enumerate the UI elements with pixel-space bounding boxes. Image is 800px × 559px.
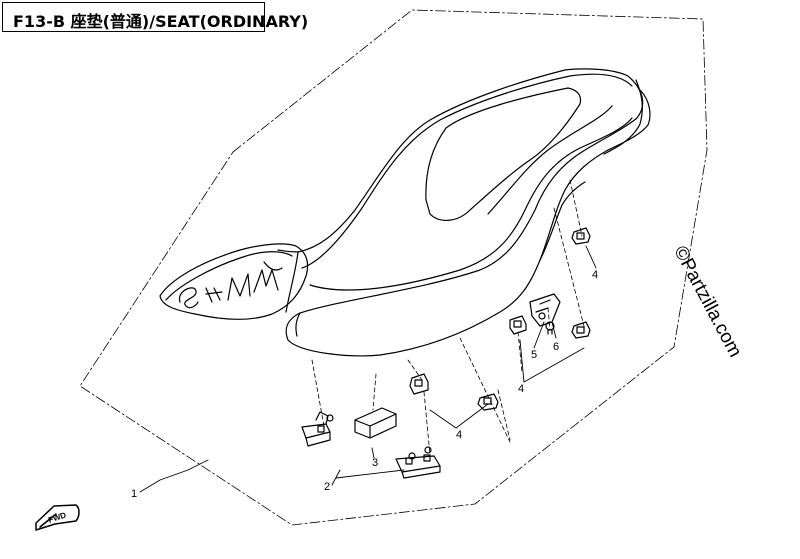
page-title: F13-B 座垫(普通)/SEAT(ORDINARY) [13,12,309,31]
clip-nut [571,227,591,245]
leader-lines [139,245,597,493]
clip-nuts [409,227,591,411]
callout-3: 3 [372,457,378,469]
callout-1: 1 [131,488,137,500]
seat-front-panel [159,243,309,320]
bracket-left [301,411,334,447]
title-box: F13-B 座垫(普通)/SEAT(ORDINARY) [2,2,308,32]
latch-plate [529,293,561,327]
callout-labels: 1 2 3 4 4 4 5 6 [131,269,598,500]
callout-5: 5 [531,349,537,361]
bolt [545,321,555,335]
callout-4-lower: 4 [456,429,462,441]
callout-6: 6 [553,341,559,353]
bracket-right [395,446,441,479]
clip-nut [509,315,527,335]
seat-part [277,68,651,357]
clip-nut [409,373,429,395]
assembly-boundary [79,9,708,526]
clip-nut [571,321,591,339]
forward-arrow-icon [35,504,80,531]
callout-4-upper: 4 [592,269,598,281]
callout-2: 2 [324,481,330,493]
projection-lines [311,179,586,456]
callout-4-middle: 4 [518,383,524,395]
rubber-pad [354,407,397,439]
clip-nut [477,393,499,411]
